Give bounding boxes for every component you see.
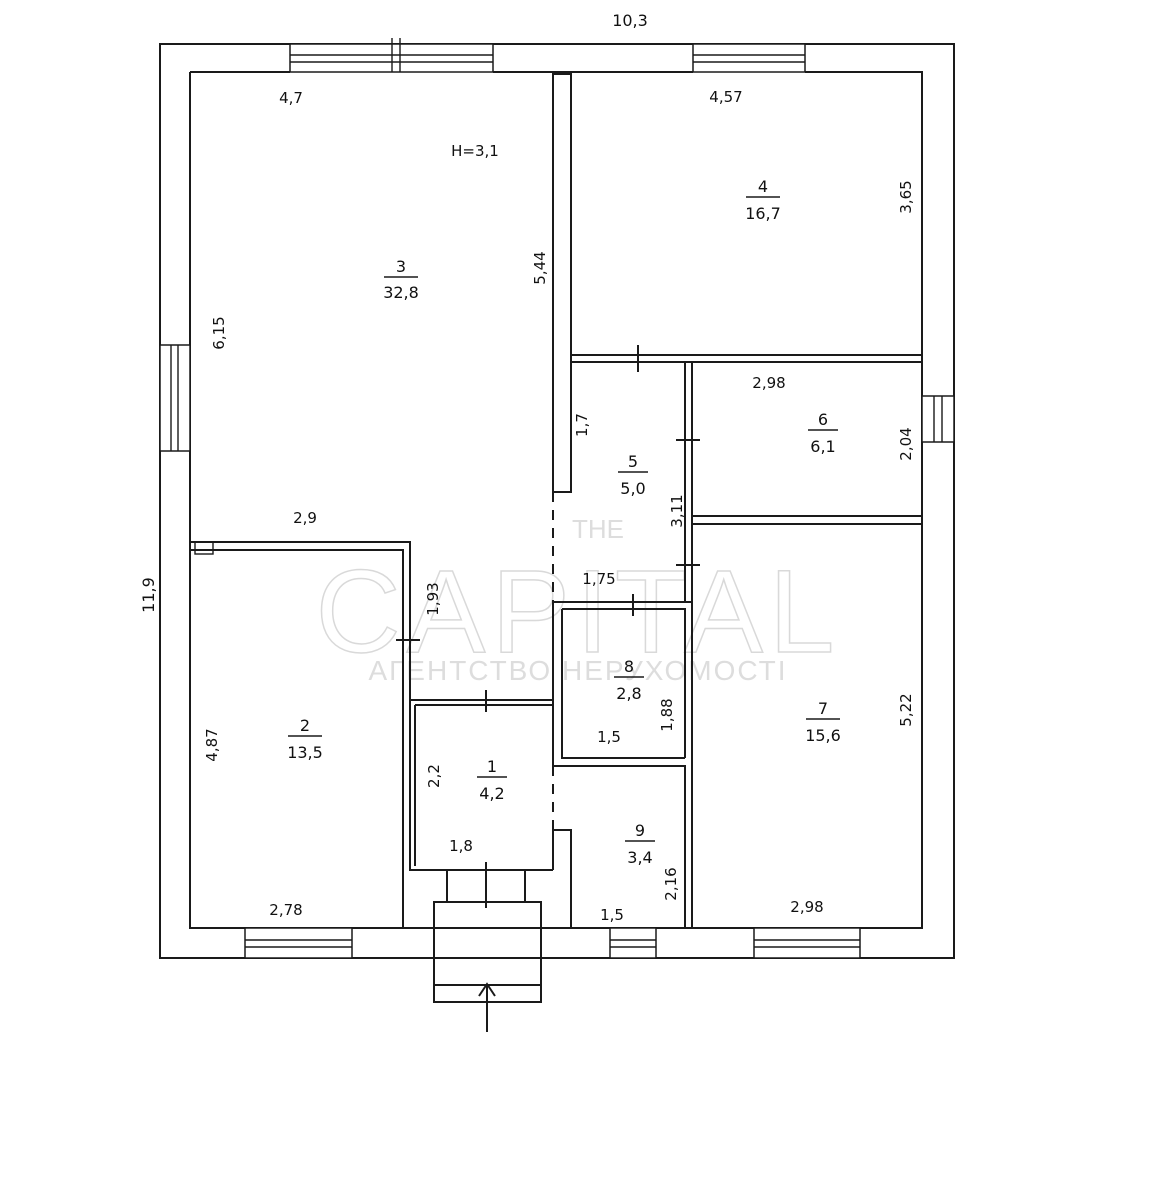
window-bottom-right (753, 927, 861, 959)
room-number: 6 (818, 410, 828, 429)
door-marks (396, 345, 700, 908)
room-5-label: 5 5,0 (618, 452, 648, 498)
exterior-wall (159, 43, 955, 959)
dim-r3-side: 6,15 (210, 316, 228, 349)
window-top-right (692, 43, 806, 73)
room-area: 15,6 (805, 726, 841, 745)
dim-r9-bottom: 1,5 (600, 906, 624, 924)
windows (159, 38, 955, 959)
room-8-label: 8 2,8 (614, 657, 644, 703)
watermark-main: CAPITAL (315, 546, 840, 678)
watermark: THE CAPITAL АГЕНТСТВО НЕРУХОМОСТІ (315, 514, 840, 686)
dim-r5-right: 3,11 (668, 494, 686, 527)
dim-r2-right: 1,93 (424, 582, 442, 615)
room-number: 9 (635, 821, 645, 840)
watermark-top: THE (572, 514, 624, 544)
dim-r8-side: 1,88 (658, 698, 676, 731)
window-bottom-left (244, 927, 353, 959)
room-9-label: 9 3,4 (625, 821, 655, 867)
room-2-label: 2 13,5 (287, 716, 323, 762)
dimension-labels: 4,7 6,15 2,9 5,44 4,57 3,65 1,7 3,11 2,9… (203, 88, 915, 924)
dim-r2-side: 4,87 (203, 728, 221, 761)
room-1-label: 1 4,2 (477, 757, 507, 803)
room-area: 5,0 (620, 479, 645, 498)
dim-r6-side: 2,04 (897, 427, 915, 460)
window-left (159, 344, 191, 452)
room-area: 16,7 (745, 204, 781, 223)
dim-r6-top: 2,98 (752, 374, 785, 392)
room-area: 3,4 (627, 848, 652, 867)
room-number: 5 (628, 452, 638, 471)
window-right (921, 395, 955, 443)
dim-r5-side: 1,7 (573, 413, 591, 437)
overall-width-label: 10,3 (612, 11, 648, 30)
dim-r4-side: 3,65 (897, 180, 915, 213)
room-4-label: 4 16,7 (745, 177, 781, 223)
dim-r7-bottom: 2,98 (790, 898, 823, 916)
dim-r2-bottom: 2,78 (269, 901, 302, 919)
room-number: 8 (624, 657, 634, 676)
dim-r9-side: 2,16 (662, 867, 680, 900)
room-number: 2 (300, 716, 310, 735)
entrance-arrow-icon (478, 982, 496, 1032)
room-7-label: 7 15,6 (805, 699, 841, 745)
dim-r4-top: 4,57 (709, 88, 742, 106)
overall-height-label: 11,9 (139, 577, 158, 613)
room-number: 4 (758, 177, 768, 196)
dim-r3-top: 4,7 (279, 89, 303, 107)
watermark-sub: АГЕНТСТВО НЕРУХОМОСТІ (368, 655, 787, 686)
room-number: 7 (818, 699, 828, 718)
room-number: 1 (487, 757, 497, 776)
room-area: 2,8 (616, 684, 641, 703)
room-area: 13,5 (287, 743, 323, 762)
interior-walls (190, 73, 922, 1003)
dim-r1-side: 2,2 (425, 764, 443, 788)
dim-r3-bottom: 2,9 (293, 509, 317, 527)
ceiling-height-label: H=3,1 (451, 142, 499, 160)
room-6-label: 6 6,1 (808, 410, 838, 456)
room-number: 3 (396, 257, 406, 276)
room-area: 32,8 (383, 283, 419, 302)
dim-r3-partition: 5,44 (531, 251, 549, 284)
window-bottom-mid (609, 927, 657, 959)
dim-r7-side: 5,22 (897, 693, 915, 726)
dim-r8-top: 1,75 (582, 570, 615, 588)
dim-r8-bottom: 1,5 (597, 728, 621, 746)
room-3-label: 3 32,8 (383, 257, 419, 302)
room-area: 6,1 (810, 437, 835, 456)
room-area: 4,2 (479, 784, 504, 803)
dim-r1-bottom: 1,8 (449, 837, 473, 855)
